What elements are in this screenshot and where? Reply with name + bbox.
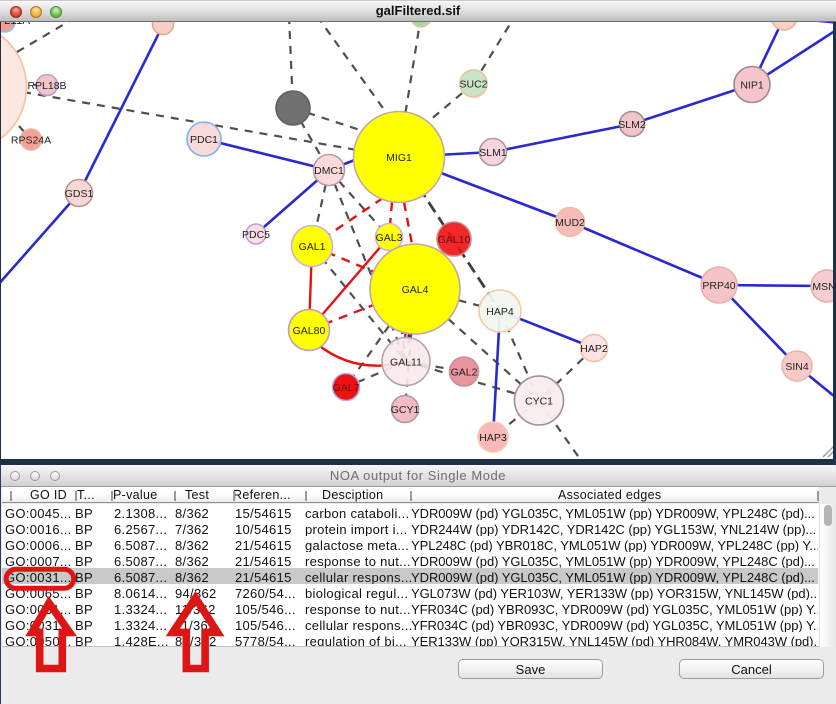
svg-text:PRP40: PRP40 [702, 280, 735, 292]
svg-text:GAL80: GAL80 [293, 325, 326, 337]
svg-text:PDC5: PDC5 [242, 229, 270, 241]
svg-text:GAL2: GAL2 [451, 367, 478, 379]
svg-text:L11A: L11A [4, 22, 30, 27]
svg-text:MSN5: MSN5 [812, 281, 833, 293]
svg-text:GAL4: GAL4 [402, 284, 429, 296]
svg-text:GAL10: GAL10 [438, 234, 471, 246]
svg-text:RPL18B: RPL18B [27, 80, 66, 92]
svg-text:HAP2: HAP2 [580, 343, 608, 355]
svg-text:SUC2: SUC2 [459, 79, 487, 91]
svg-text:GAL11: GAL11 [390, 357, 422, 369]
svg-text:GAL1: GAL1 [299, 241, 326, 253]
svg-text:HAP4: HAP4 [486, 306, 514, 318]
svg-text:MUD2: MUD2 [555, 217, 585, 229]
svg-text:GAL3: GAL3 [376, 232, 403, 244]
svg-text:PDC1: PDC1 [190, 134, 218, 146]
svg-text:MIG1: MIG1 [386, 152, 412, 164]
svg-text:SLM1: SLM1 [479, 147, 507, 159]
svg-text:GAL7: GAL7 [333, 382, 360, 394]
svg-text:DMC1: DMC1 [314, 165, 344, 177]
svg-text:RPS24A: RPS24A [11, 135, 51, 147]
svg-text:CYC1: CYC1 [525, 396, 553, 408]
svg-text:GCY1: GCY1 [391, 404, 420, 416]
svg-text:SIN4: SIN4 [785, 361, 809, 373]
svg-text:SLM2: SLM2 [618, 119, 646, 131]
svg-text:NIP1: NIP1 [740, 80, 764, 92]
svg-text:GDS1: GDS1 [65, 188, 94, 200]
svg-text:HAP3: HAP3 [479, 432, 507, 444]
